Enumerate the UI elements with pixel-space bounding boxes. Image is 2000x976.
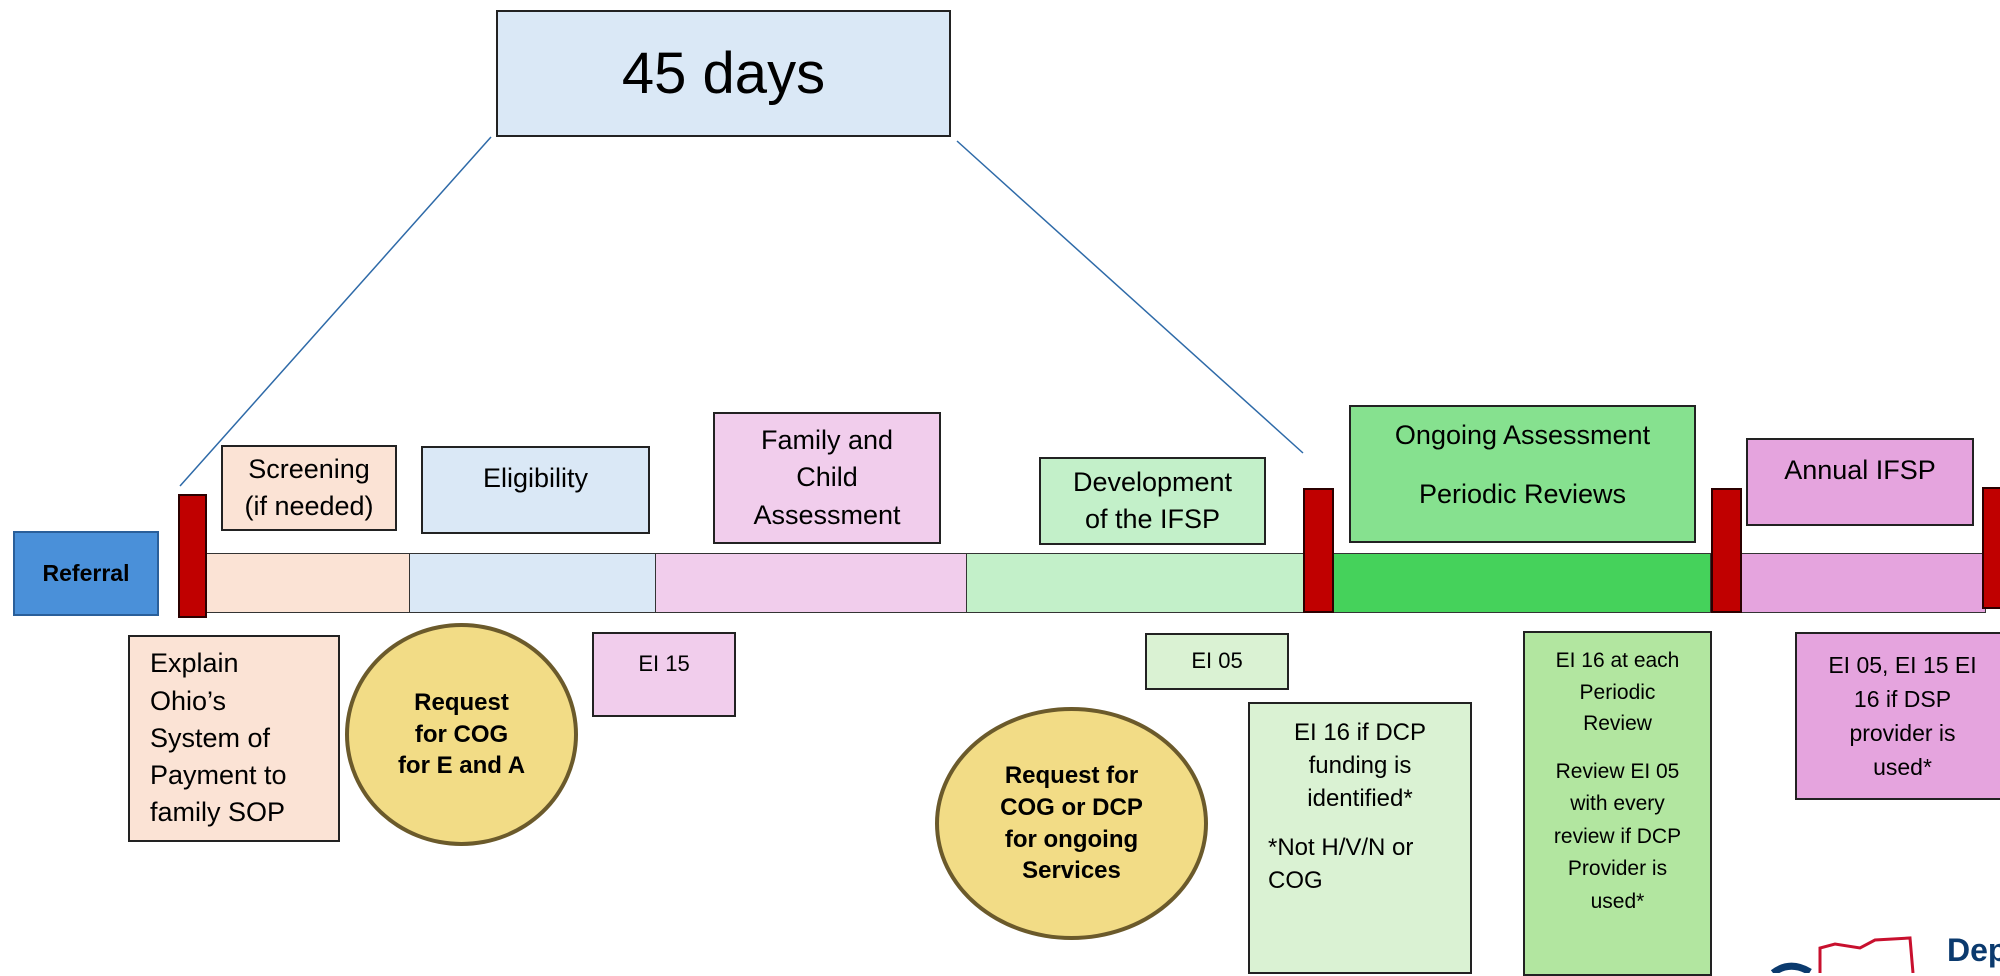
phase-development-box: Development of the IFSP: [1039, 457, 1266, 545]
phase-family-box: Family and Child Assessment: [713, 412, 941, 544]
cog-ea-request-text: Request for COG for E and A: [397, 688, 526, 780]
ohio-logo: Dep: [1765, 936, 2000, 973]
segment-development: [966, 553, 1304, 613]
phase-development-label: Development of the IFSP: [1072, 466, 1233, 534]
left-connector-line: [179, 136, 492, 487]
not-hvn-cog-text: *Not H/V/N or COG: [1268, 834, 1414, 895]
phase-ongoing-box: Ongoing Assessment Periodic Reviews: [1349, 405, 1696, 543]
phase-screening-box: Screening (if needed): [221, 445, 397, 531]
ei05-text: EI 05: [1191, 648, 1243, 674]
annual-forms-text: EI 05, EI 15 EI 16 if DSP provider is us…: [1828, 652, 1977, 781]
ei15-note: EI 15: [592, 632, 736, 717]
segment-screening: [206, 553, 410, 613]
cog-dcp-request-oval: Request for COG or DCP for ongoing Servi…: [935, 707, 1208, 940]
explain-sop-note: Explain Ohio’s System of Payment to fami…: [128, 635, 340, 842]
milestone-marker-periodic: [1711, 488, 1742, 613]
ei16-dcp-text: EI 16 if DCP funding is identified*: [1293, 719, 1427, 813]
duration-label: 45 days: [621, 41, 826, 106]
cog-ea-request-oval: Request for COG for E and A: [345, 623, 578, 846]
segment-annual: [1740, 553, 1986, 613]
phase-ongoing-label-1: Ongoing Assessment: [1394, 420, 1651, 450]
ei16-dcp-note: EI 16 if DCP funding is identified* *Not…: [1248, 702, 1472, 974]
duration-box: 45 days: [496, 10, 951, 137]
phase-annual-label: Annual IFSP: [1784, 455, 1936, 485]
review-ei05-text: Review EI 05 with every review if DCP Pr…: [1553, 759, 1682, 913]
segment-family: [655, 553, 967, 613]
ei16-periodic-text: EI 16 at each Periodic Review: [1555, 649, 1680, 735]
logo-text: Dep: [1947, 936, 2000, 968]
phase-eligibility-box: Eligibility: [421, 446, 650, 534]
phase-annual-box: Annual IFSP: [1746, 438, 1974, 526]
milestone-marker-referral: [178, 494, 207, 618]
ei16-periodic-note: EI 16 at each Periodic Review Review EI …: [1523, 631, 1712, 976]
referral-box: Referral: [13, 531, 159, 616]
milestone-marker-annual: [1982, 487, 2000, 609]
ei05-note: EI 05: [1145, 633, 1289, 690]
referral-label: Referral: [42, 560, 130, 586]
segment-ongoing: [1333, 553, 1711, 613]
right-connector-line: [956, 140, 1304, 454]
phase-family-label: Family and Child Assessment: [753, 425, 901, 530]
annual-forms-note: EI 05, EI 15 EI 16 if DSP provider is us…: [1795, 632, 2000, 800]
explain-sop-text: Explain Ohio’s System of Payment to fami…: [150, 648, 287, 828]
phase-screening-label: Screening (if needed): [244, 453, 374, 521]
milestone-marker-ifsp: [1303, 488, 1334, 613]
ohio-state-outline-icon: [1770, 936, 1915, 973]
phase-ongoing-label-2: Periodic Reviews: [1418, 479, 1627, 510]
segment-eligibility: [409, 553, 656, 613]
cog-dcp-request-text: Request for COG or DCP for ongoing Servi…: [1000, 762, 1143, 885]
phase-eligibility-label: Eligibility: [482, 463, 589, 493]
ei15-text: EI 15: [638, 651, 690, 676]
